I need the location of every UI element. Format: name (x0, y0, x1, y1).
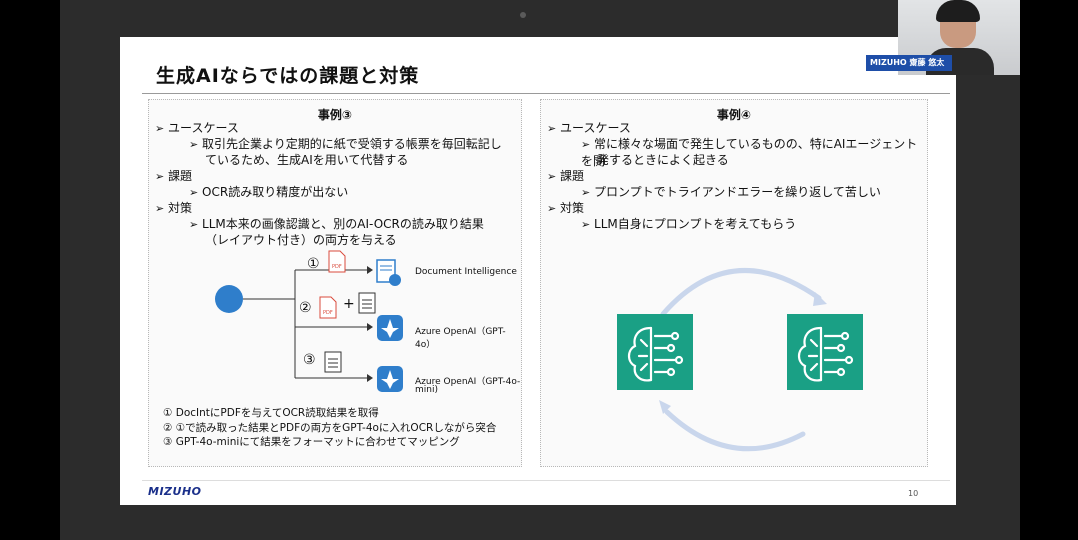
bullet-label: ユースケース (560, 121, 631, 135)
presenter-name-tag: MIZUHO 齋藤 悠太 (866, 55, 952, 71)
sub-bullet: ➢ LLM本来の画像認識と、別のAI-OCRの読み取り結果 (189, 217, 484, 231)
sub-bullet-cont: 発するときによく起きる (597, 153, 729, 167)
webcam-video (898, 0, 1020, 75)
bullet-label: OCR読み取り精度が出ない (202, 185, 349, 199)
bullet-usecase: ➢ ユースケース (155, 121, 239, 135)
note-item: ② ①で読み取った結果とPDFの両方をGPT-4oに入れOCRしながら突合 (163, 421, 497, 434)
step-3-label: ③ (303, 352, 316, 368)
bullet-issue: ➢ 課題 (547, 169, 585, 183)
bullet-label: ユースケース (168, 121, 239, 135)
case-4-panel: 事例④ ➢ ユースケース ➢ 常に様々な場面で発生しているものの、特にAIエージ… (540, 99, 928, 467)
gpt-4o-label: Azure OpenAI（GPT-4o） (415, 327, 506, 350)
title-divider (142, 93, 950, 94)
footer-divider (142, 480, 950, 481)
sub-bullet: ➢ OCR読み取り精度が出ない (189, 185, 349, 199)
llm-loop-diagram (617, 268, 863, 452)
bullet-label: 常に様々な場面で発生しているものの、特にAIエージェントを開 (581, 137, 918, 168)
bullet-label: LLM自身にプロンプトを考えてもらう (594, 217, 797, 231)
page-number: 10 (908, 489, 919, 498)
sub-bullet: ➢ プロンプトでトライアンドエラーを繰り返して苦しい (581, 185, 881, 199)
svg-text:PDF: PDF (323, 310, 333, 316)
bullet-issue: ➢ 課題 (155, 169, 193, 183)
sub-bullet-cont: ているため、生成AIを用いて代替する (205, 153, 409, 167)
bullet-label: LLM本来の画像認識と、別のAI-OCRの読み取り結果 (202, 217, 484, 231)
ocr-flow-diagram: PDF PDF (243, 250, 403, 392)
bullet-label: 対策 (560, 201, 585, 215)
note-item: ① DocIntにPDFを与えてOCR読取結果を取得 (163, 407, 379, 419)
gpt-4o-mini-label-cont: mini) (415, 385, 438, 395)
azure-cloud-icon (215, 285, 243, 313)
sub-bullet: ➢ 取引先企業より定期的に紙で受領する帳票を毎回転記し (189, 137, 502, 151)
txt-icon (358, 292, 376, 314)
loop-arrow-top (660, 268, 822, 317)
sub-bullet: ➢ 常に様々な場面で発生しているものの、特にAIエージェントを開 (581, 137, 918, 168)
loop-arrow-bottom (664, 409, 806, 452)
azure-openai-icon (377, 366, 403, 392)
mizuho-logo: MIZUHO (148, 485, 202, 498)
case-3-heading: 事例③ (317, 108, 353, 122)
sub-bullet-cont: （レイアウト付き）の両方を与える (205, 233, 397, 247)
txt-icon (324, 351, 342, 373)
bullet-label: 課題 (560, 169, 585, 183)
bullet-solution: ➢ 対策 (155, 201, 193, 215)
svg-text:PDF: PDF (332, 264, 342, 270)
document-intelligence-label: Document Intelligence (415, 267, 517, 277)
slide-title: 生成AIならではの課題と対策 (156, 65, 420, 87)
llm-brain-icon (787, 314, 863, 390)
note-item: ③ GPT-4o-miniにて結果をフォーマットに合わせてマッピング (163, 436, 460, 448)
bullet-label: 取引先企業より定期的に紙で受領する帳票を毎回転記し (202, 137, 502, 151)
camera-indicator (520, 12, 526, 18)
case-3-panel: 事例③ ➢ ユースケース ➢ 取引先企業より定期的に紙で受領する帳票を毎回転記し… (148, 99, 522, 467)
presenter-hair (936, 0, 980, 22)
bullet-usecase: ➢ ユースケース (547, 121, 631, 135)
pdf-icon: PDF (328, 250, 346, 273)
bullet-label: 課題 (168, 169, 193, 183)
step-notes: ① DocIntにPDFを与えてOCR読取結果を取得 ② ①で読み取った結果とP… (163, 406, 496, 450)
slide: 生成AIならではの課題と対策 事例③ ➢ ユースケース ➢ 取引先企業より定期的… (120, 37, 956, 505)
pdf-icon: PDF (319, 296, 337, 319)
bullet-solution: ➢ 対策 (547, 201, 585, 215)
step-2-label: ② (299, 300, 312, 316)
llm-brain-icon (617, 314, 693, 390)
step-1-label: ① (307, 256, 320, 272)
sub-bullet: ➢ LLM自身にプロンプトを考えてもらう (581, 217, 797, 231)
document-intelligence-icon (376, 259, 401, 286)
bullet-label: プロンプトでトライアンドエラーを繰り返して苦しい (594, 185, 881, 199)
case-4-heading: 事例④ (716, 108, 752, 122)
plus-sign: + (343, 296, 355, 312)
gpt-4o-mini-label: Azure OpenAI（GPT-4o- (415, 377, 521, 387)
azure-openai-icon (377, 315, 403, 341)
bullet-label: 対策 (168, 201, 193, 215)
